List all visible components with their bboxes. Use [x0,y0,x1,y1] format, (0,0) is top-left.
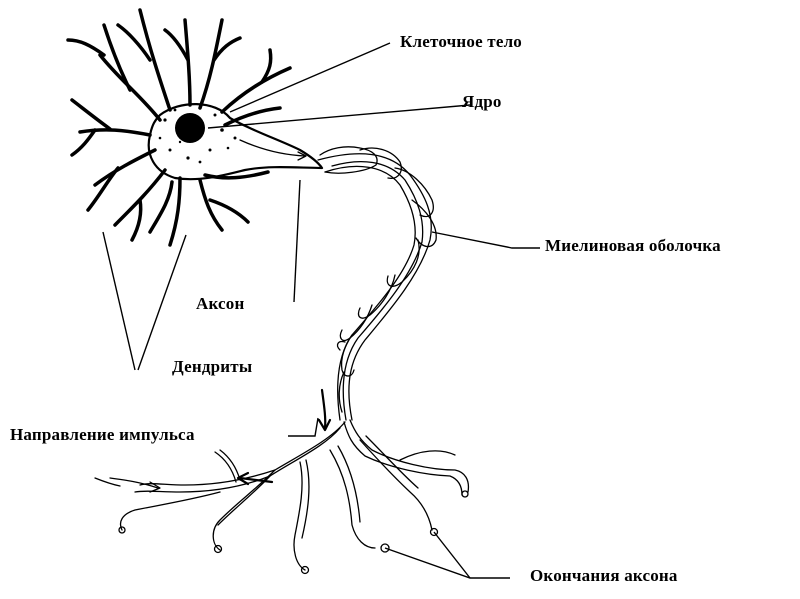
axon-drawing [317,146,437,421]
nucleus-label: Ядро [462,92,502,111]
cell-body-outline [147,103,324,181]
axon-label: Аксон [196,294,245,313]
body-flow-arrowhead [297,151,307,161]
myelin-sheath-label: Миелиновая оболочка [545,236,721,255]
impulse-arrows [109,388,332,493]
impulse-direction-label: Направление импульса [10,425,195,444]
cell-body-label: Клеточное тело [400,32,523,51]
leader-lines [102,42,540,579]
body-flow-arrow [239,139,306,157]
cytoplasm-granules [158,108,237,164]
nucleus-shape [175,113,205,143]
axon-terminals-label: Окончания аксона [530,566,678,585]
dendrites-drawing [66,8,292,247]
dendrites-label: Дендриты [172,357,253,376]
